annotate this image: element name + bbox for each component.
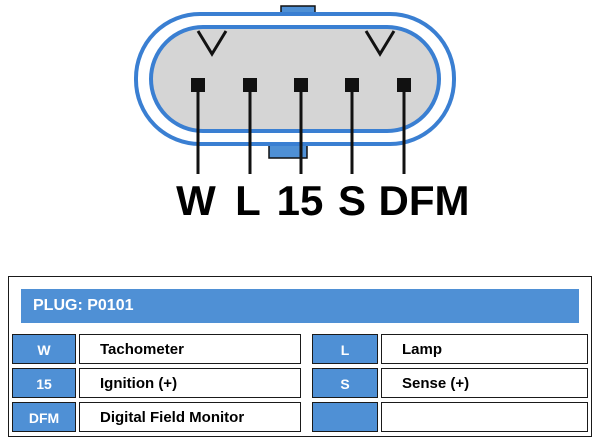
pin-desc-cell: Tachometer: [79, 334, 301, 364]
pin-label-l: L: [235, 177, 261, 224]
pin-desc-cell: [381, 402, 588, 432]
table-row: W Tachometer L Lamp: [12, 334, 588, 364]
pin-label-w: W: [176, 177, 216, 224]
pin-label-dfm: DFM: [379, 177, 470, 224]
table-row: 15 Ignition (+) S Sense (+): [12, 368, 588, 398]
pin-square-dfm: [397, 78, 411, 92]
key-notch-triangle-right: [364, 30, 396, 57]
column-spacer: [304, 334, 309, 364]
pin-code-cell: [312, 402, 378, 432]
pin-code-cell: W: [12, 334, 76, 364]
plug-table-header: PLUG: P0101: [21, 289, 579, 323]
pin-square-15: [294, 78, 308, 92]
pin-desc-cell: Sense (+): [381, 368, 588, 398]
connector-svg: W L 15 S DFM: [134, 5, 470, 224]
pin-desc-cell: Ignition (+): [79, 368, 301, 398]
pin-code-cell: S: [312, 368, 378, 398]
pin-desc-cell: Digital Field Monitor: [79, 402, 301, 432]
pin-square-w: [191, 78, 205, 92]
plug-table: PLUG: P0101 W Tachometer L Lamp 15 Ignit…: [8, 276, 592, 437]
key-notch-triangle-left: [196, 30, 228, 57]
column-spacer: [304, 402, 309, 432]
pin-label-s: S: [338, 177, 366, 224]
pin-square-s: [345, 78, 359, 92]
pin-label-15: 15: [277, 177, 324, 224]
pin-code-cell: 15: [12, 368, 76, 398]
table-row: DFM Digital Field Monitor: [12, 402, 588, 432]
column-spacer: [304, 368, 309, 398]
pin-square-l: [243, 78, 257, 92]
pin-code-cell: L: [312, 334, 378, 364]
pin-desc-cell: Lamp: [381, 334, 588, 364]
connector-diagram: W L 15 S DFM: [134, 5, 470, 224]
pin-code-cell: DFM: [12, 402, 76, 432]
